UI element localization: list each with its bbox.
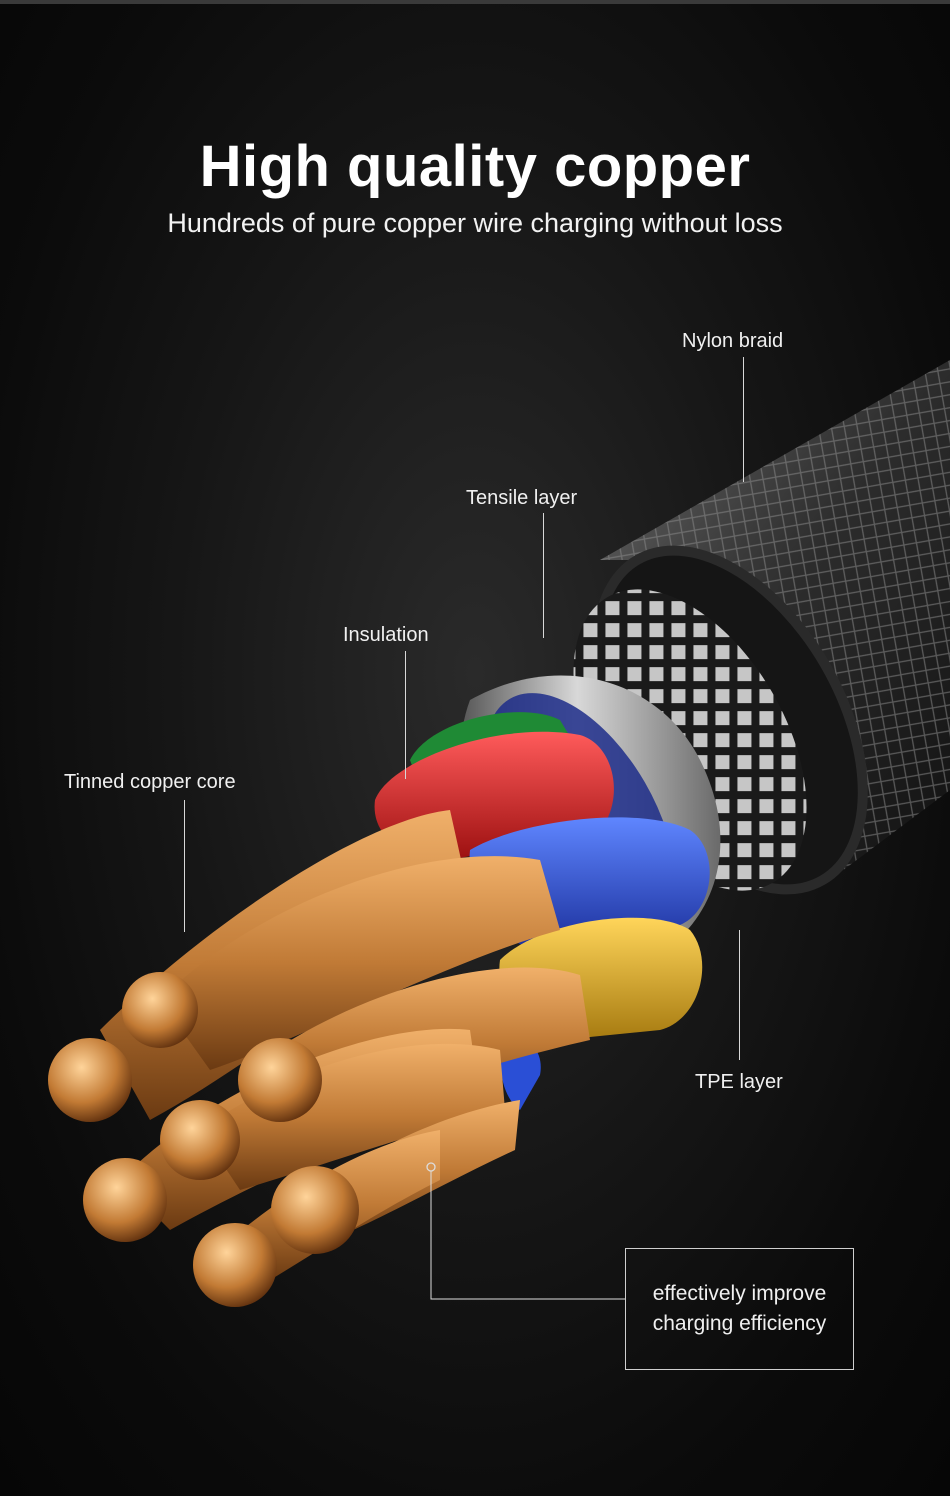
callout-line-2: charging efficiency: [652, 1312, 827, 1335]
top-border: [0, 0, 950, 4]
label-tinned-copper-core: Tinned copper core: [64, 771, 236, 793]
leader-nylon-braid: [743, 357, 744, 482]
label-nylon-braid: Nylon braid: [682, 330, 784, 352]
label-tensile-layer: Tensile layer: [466, 487, 578, 509]
efficiency-callout: effectively improve charging efficiency: [625, 1248, 854, 1370]
leader-tensile-layer: [543, 513, 544, 638]
leader-insulation: [405, 651, 406, 779]
leader-tpe-layer: [739, 930, 740, 1060]
page-title: High quality copper: [199, 134, 751, 199]
label-tpe-layer: TPE layer: [695, 1071, 783, 1093]
page-subtitle: Hundreds of pure copper wire charging wi…: [167, 208, 783, 238]
label-insulation: Insulation: [343, 624, 429, 646]
leader-tinned-copper-core: [184, 800, 185, 932]
callout-line-1: effectively improve: [652, 1282, 827, 1305]
copper-strands: [48, 810, 590, 1307]
efficiency-leader-line: [426, 1162, 625, 1300]
